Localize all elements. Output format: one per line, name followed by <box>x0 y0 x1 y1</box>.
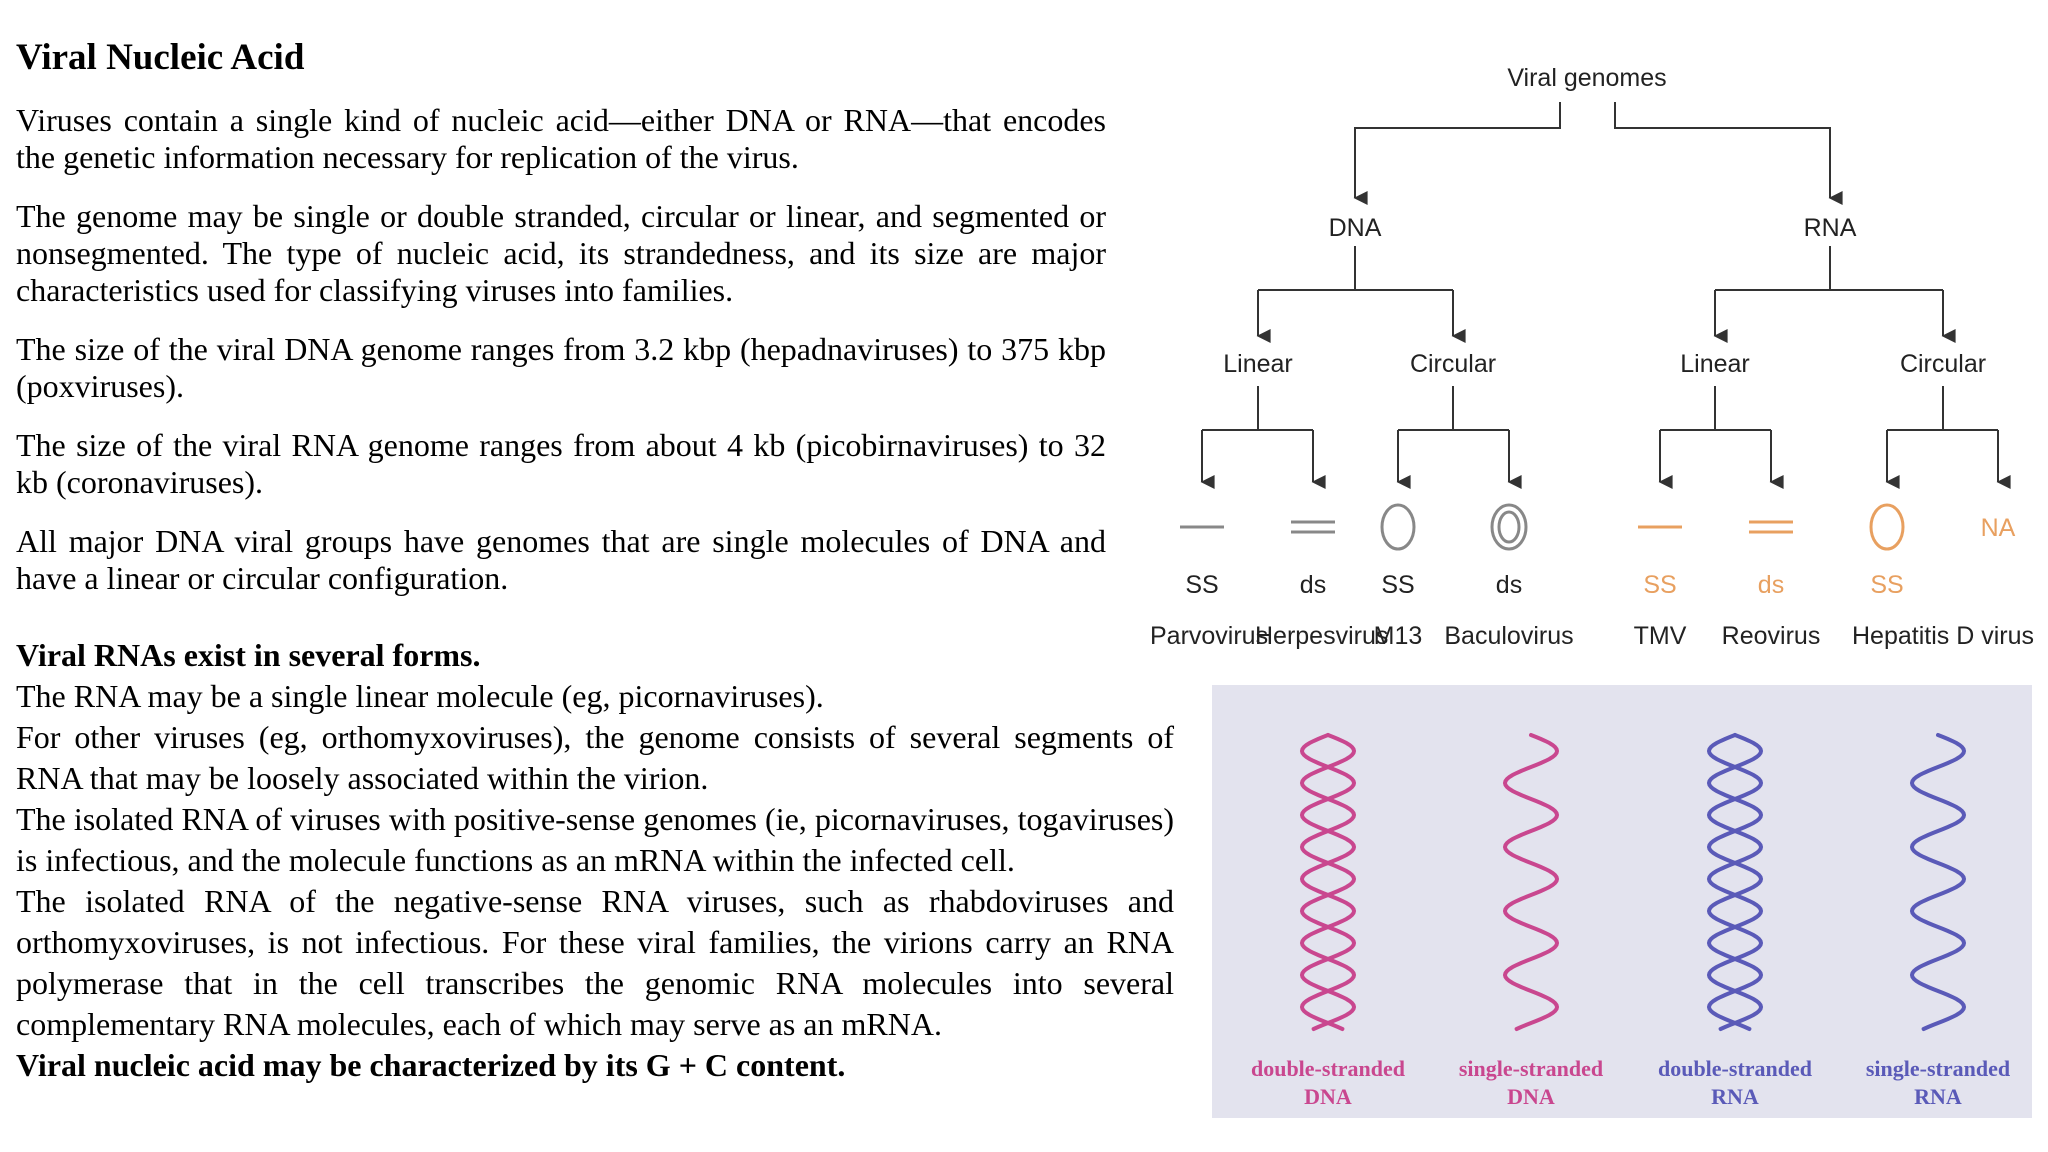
ss-dna-helix-strand <box>1502 733 1560 1031</box>
leaf-example-label: TMV <box>1634 622 1687 650</box>
leaf-strand-label: SS <box>1381 571 1414 599</box>
nucleic-acid-helix-panel: double-stranded DNA single-stranded DNA … <box>1212 685 2032 1118</box>
ds-circular-dna-symbol <box>1490 503 1528 551</box>
ds-dna-helix-strand <box>1299 733 1357 1031</box>
paragraph-dna-size: The size of the viral DNA genome ranges … <box>16 331 1106 404</box>
ds-linear-rna-symbol <box>1749 520 1793 534</box>
gc-content-statement: Viral nucleic acid may be characterized … <box>16 1047 846 1083</box>
ds-rna-helix-strand <box>1706 733 1764 1031</box>
helix-caption-ds-rna: double-stranded RNA <box>1657 1056 1813 1109</box>
tree-connectors <box>1200 102 2011 489</box>
rna-line-negative-sense: The isolated RNA of the negative-sense R… <box>16 883 1174 1042</box>
page-title: Viral Nucleic Acid <box>16 37 305 78</box>
rna-line-segmented: For other viruses (eg, orthomyxoviruses)… <box>16 719 1174 796</box>
rna-line-linear: The RNA may be a single linear molecule … <box>16 678 824 714</box>
paragraph-genome-types: The genome may be single or double stran… <box>16 198 1106 308</box>
viral-genome-classification-tree: Viral genomes DNA RNA Linear Circular Li… <box>1140 50 2040 680</box>
helix-illustrations <box>1299 733 1967 1031</box>
leaf-example-label: M13 <box>1374 622 1423 650</box>
paragraph-rna-size: The size of the viral RNA genome ranges … <box>16 427 1106 500</box>
leaf-example-label: Herpesvirus <box>1255 622 1388 650</box>
tree-root-label: Viral genomes <box>1507 64 1666 92</box>
tree-diagram: Viral genomes DNA RNA Linear Circular Li… <box>1150 64 2034 650</box>
leaf-example-label: Hepatitis D virus <box>1852 622 2034 650</box>
genome-symbols: NA <box>1180 503 2016 551</box>
ds-rna-helix-strand <box>1706 733 1764 1031</box>
leaf-strand-label: ds <box>1496 571 1522 599</box>
ds-linear-dna-symbol <box>1291 520 1335 534</box>
rna-forms-heading: Viral RNAs exist in several forms. <box>16 637 481 673</box>
rna-line-positive-sense: The isolated RNA of viruses with positiv… <box>16 801 1174 878</box>
leaf-example-label: Reovirus <box>1722 622 1821 650</box>
leaf-example-label: Baculovirus <box>1444 622 1573 650</box>
tree-rna-circular-label: Circular <box>1900 350 1986 378</box>
tree-dna-circular-label: Circular <box>1410 350 1496 378</box>
helix-caption-ss-rna: single-stranded RNA <box>1865 1056 2011 1109</box>
ss-circular-rna-symbol <box>1869 503 1905 551</box>
na-label: NA <box>1981 514 2016 542</box>
ds-dna-helix-strand <box>1299 733 1357 1031</box>
tree-dna-linear-label: Linear <box>1223 350 1293 378</box>
tree-rna-label: RNA <box>1804 214 1857 242</box>
paragraph-dna-configuration: All major DNA viral groups have genomes … <box>16 523 1106 596</box>
paragraph-nucleic-acid-kind: Viruses contain a single kind of nucleic… <box>16 102 1106 175</box>
rna-forms-section: Viral RNAs exist in several forms. The R… <box>16 635 1174 1086</box>
helix-caption-ss-dna: single-stranded DNA <box>1458 1056 1604 1109</box>
helix-caption-ds-dna: double-stranded DNA <box>1250 1056 1406 1109</box>
leaf-strand-label: SS <box>1185 571 1218 599</box>
leaf-strand-label: SS <box>1870 571 1903 599</box>
leaf-example-label: Parvovirus <box>1150 622 1268 650</box>
leaf-strand-label: ds <box>1300 571 1326 599</box>
intro-section: Viruses contain a single kind of nucleic… <box>16 102 1106 619</box>
leaf-strand-label: ds <box>1758 571 1784 599</box>
ss-rna-helix-strand <box>1909 733 1967 1031</box>
ss-circular-dna-symbol <box>1380 503 1416 551</box>
tree-dna-label: DNA <box>1329 214 1382 242</box>
leaf-strand-label: SS <box>1643 571 1676 599</box>
tree-rna-linear-label: Linear <box>1680 350 1750 378</box>
